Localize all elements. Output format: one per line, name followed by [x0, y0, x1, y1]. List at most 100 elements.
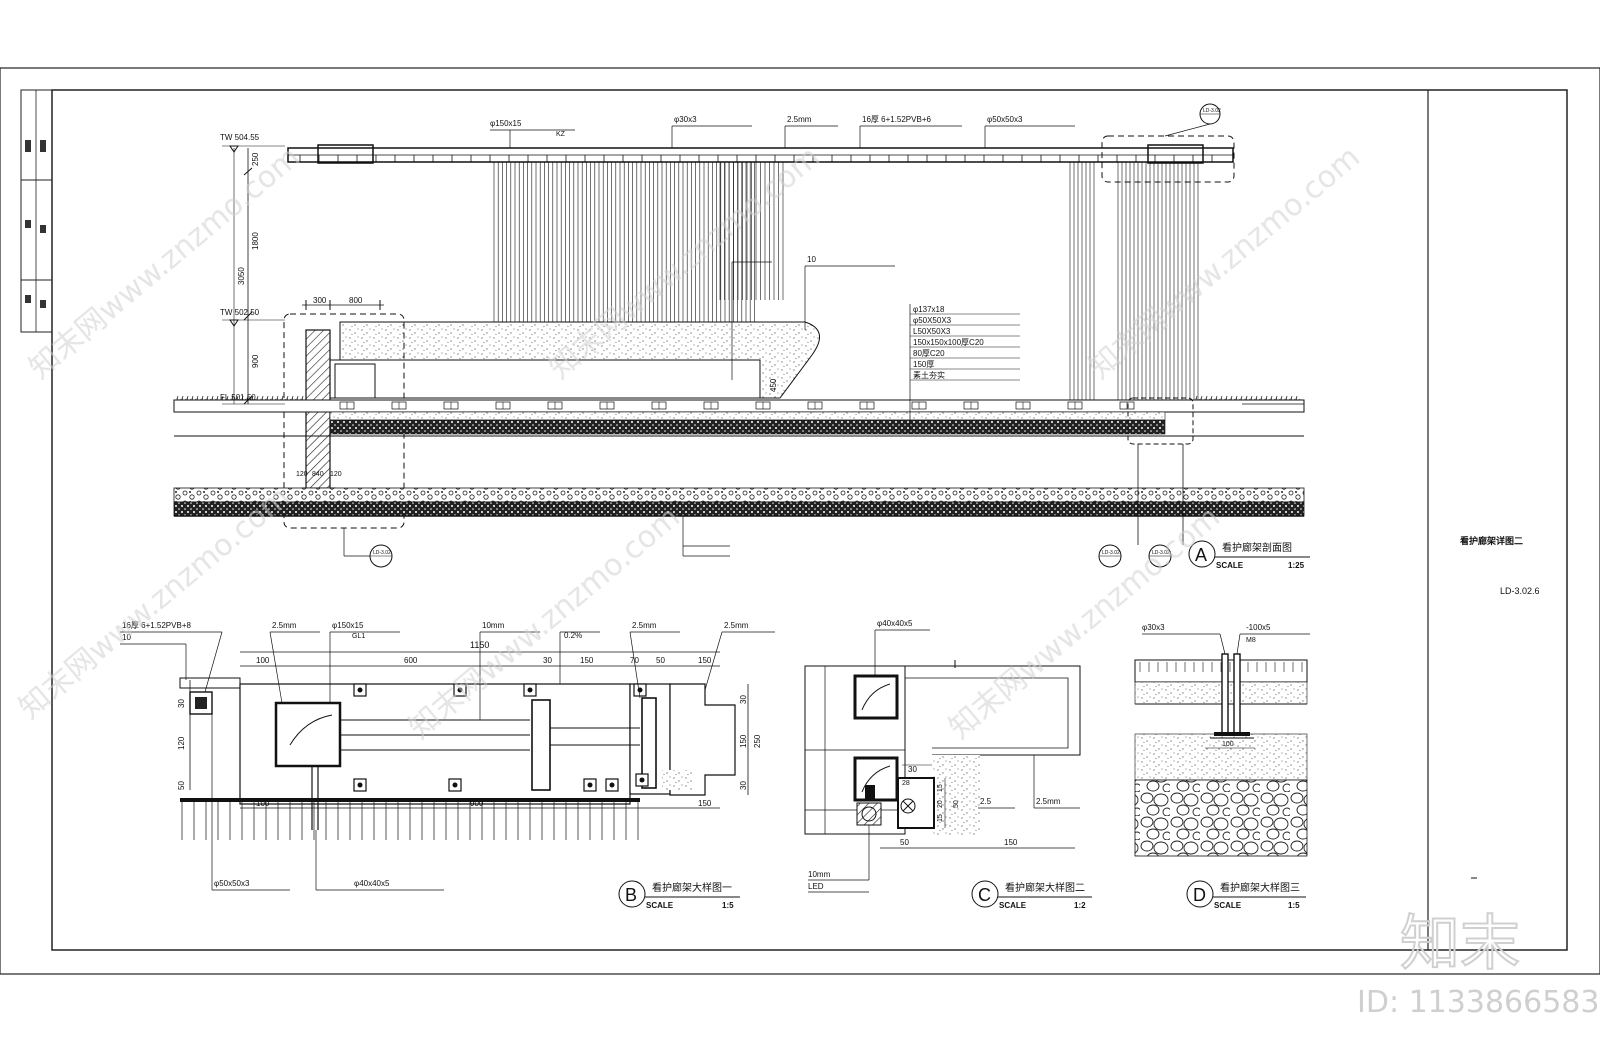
- brand-logo: 知末 ID: 1133866583: [1357, 908, 1599, 1020]
- layer-label-6: 素土夯实: [913, 370, 945, 380]
- inner-frame: [51, 89, 1568, 951]
- detail-c-letter: C: [978, 885, 991, 905]
- callout-steel-50: φ50x50x3: [987, 115, 1023, 124]
- c-callout-25: 2.5: [980, 797, 992, 806]
- c-callout-led: LED: [808, 882, 824, 891]
- logo-text: 知末: [1400, 909, 1520, 979]
- detail-d-title: 看护廊架大样图三: [1220, 881, 1300, 894]
- outer-frame: [0, 67, 1600, 975]
- d-dim-100: 100: [1222, 741, 1234, 748]
- dim-120b: 120: [330, 471, 342, 478]
- detail-a-scale-label: SCALE: [1216, 561, 1244, 570]
- b-dim-600: 600: [404, 656, 418, 665]
- detail-a-letter: A: [1195, 545, 1207, 565]
- callout-kz: KZ: [556, 131, 566, 138]
- c-dim-28: 28: [902, 780, 910, 787]
- section-a-bottom-callouts: LD-3.02 LD-3.02 LD-3.02: [343, 516, 1172, 568]
- detail-d-scale: 1:5: [1288, 901, 1300, 910]
- d-callout-tube: φ30x3: [1142, 623, 1165, 632]
- ref-tag-3: LD-3.02: [1102, 550, 1120, 556]
- b-dim-150r: 150: [739, 734, 748, 748]
- b-callout-steel40: φ40x40x5: [354, 879, 390, 888]
- c-dim-20: 20: [937, 800, 944, 808]
- layer-label-3: 150x150x100厚C20: [913, 338, 984, 347]
- b-callout-plate3: 2.5mm: [724, 621, 749, 630]
- detail-d-drawing: [1134, 653, 1308, 857]
- dim-300: 300: [313, 296, 327, 305]
- detail-title-d: D 看护廊架大样图三 SCALE 1:5: [1186, 880, 1306, 910]
- detail-b-annotations: 1150 100 600 30 150 70 50 150 30 120 50 …: [120, 621, 775, 891]
- detail-d-scale-label: SCALE: [1214, 901, 1242, 910]
- b-dim-100b: 100: [256, 799, 270, 808]
- detail-b-letter: B: [625, 885, 637, 905]
- detail-b-scale: 1:5: [722, 901, 734, 910]
- b-dim-50: 50: [656, 656, 665, 665]
- c-dim-150: 150: [1004, 838, 1018, 847]
- layer-label-0: φ137x18: [913, 305, 945, 314]
- callout-steel-top: φ150x15: [490, 119, 522, 128]
- b-callout-slope: 0.2%: [564, 631, 582, 640]
- detail-title-b: B 看护廊架大样图一 SCALE 1:5: [618, 880, 740, 910]
- b-callout-glass: 16厚 6+1.52PVB+8: [122, 621, 191, 630]
- detail-c-title: 看护廊架大样图二: [1005, 881, 1085, 894]
- sheet-title: 看护廊架详图二: [1460, 535, 1523, 546]
- c-callout-steel40: φ40x40x5: [877, 619, 913, 628]
- dim-840: 840: [312, 471, 324, 478]
- b-dim-900: 900: [470, 799, 484, 808]
- b-callout-gl1: GL1: [352, 633, 365, 640]
- detail-c-scale-label: SCALE: [999, 901, 1027, 910]
- roof-ticks: [299, 155, 1213, 162]
- c-dim-15b: 15: [937, 814, 944, 822]
- layer-label-5: 150厚: [913, 360, 934, 369]
- layer-label-4: 80厚C20: [913, 349, 945, 358]
- detail-c-annotations: φ40x40x5 2.5mm 2.5 10mm LED 30 28 15 20 …: [808, 619, 1080, 893]
- b-dim-50v: 50: [177, 781, 186, 790]
- ref-tag-2: LD-3.02: [373, 550, 391, 556]
- b-dim-70: 70: [630, 656, 639, 665]
- b-callout-plate2: 2.5mm: [632, 621, 657, 630]
- dim-250: 250: [251, 152, 260, 166]
- c-dim-15: 15: [937, 784, 944, 792]
- detail-b-scale-label: SCALE: [646, 901, 674, 910]
- dim-3050: 3050: [237, 267, 246, 285]
- b-callout-plate1: 2.5mm: [272, 621, 297, 630]
- detail-title-a: A 看护廊架剖面图 SCALE 1:25: [1188, 540, 1310, 570]
- left-title-strip: [20, 89, 53, 333]
- callout-glass: 16厚 6+1.52PVB+6: [862, 115, 931, 124]
- detail-c-scale: 1:2: [1074, 901, 1086, 910]
- ref-tag-4: LD-3.02: [1152, 550, 1170, 556]
- b-dim-150b: 150: [698, 656, 712, 665]
- layer-label-1: φ50X50X3: [913, 316, 952, 325]
- b-dim-150c: 150: [698, 799, 712, 808]
- detail-c-drawing: [804, 665, 1081, 835]
- dim-1800: 1800: [251, 232, 260, 250]
- callout-plate-25: 2.5mm: [787, 115, 812, 124]
- watermark-1: 知末网www.znzmo.com: [23, 140, 307, 386]
- detail-title-c: C 看护廊架大样图二 SCALE 1:2: [971, 880, 1092, 910]
- section-a-drawing: [173, 135, 1305, 545]
- watermark-3: 知末网www.znzmo.com: [1083, 140, 1367, 386]
- elev-mid: TW 502.50: [220, 308, 260, 317]
- section-a-annotations: TW 504.55 TW 502.50 FL 501.50 250 1800 3…: [220, 103, 1221, 478]
- b-dim-250r: 250: [753, 734, 762, 748]
- b-dim-30: 30: [543, 656, 552, 665]
- c-callout-plate25: 2.5mm: [1036, 797, 1061, 806]
- dim-900: 900: [251, 354, 260, 368]
- b-dim-100a: 100: [256, 656, 270, 665]
- callout-water: 10: [807, 255, 816, 264]
- d-callout-flat: -100x5: [1246, 623, 1271, 632]
- layer-label-2: L50X50X3: [913, 327, 951, 336]
- b-dim-150a: 150: [580, 656, 594, 665]
- detail-d-annotations: φ30x3 -100x5 M8 100: [1142, 623, 1310, 749]
- c-dim-50h: 50: [900, 838, 909, 847]
- vertical-slats-right: [1069, 162, 1199, 400]
- callout-tube-30: φ30x3: [674, 115, 697, 124]
- b-callout-water: 10: [122, 633, 131, 642]
- b-dim-120v: 120: [177, 736, 186, 750]
- elev-ground: FL 501.50: [220, 393, 256, 402]
- image-id: ID: 1133866583: [1357, 985, 1599, 1020]
- detail-d-letter: D: [1193, 885, 1206, 905]
- b-callout-steel50: φ50x50x3: [214, 879, 250, 888]
- detail-a-scale: 1:25: [1288, 561, 1305, 570]
